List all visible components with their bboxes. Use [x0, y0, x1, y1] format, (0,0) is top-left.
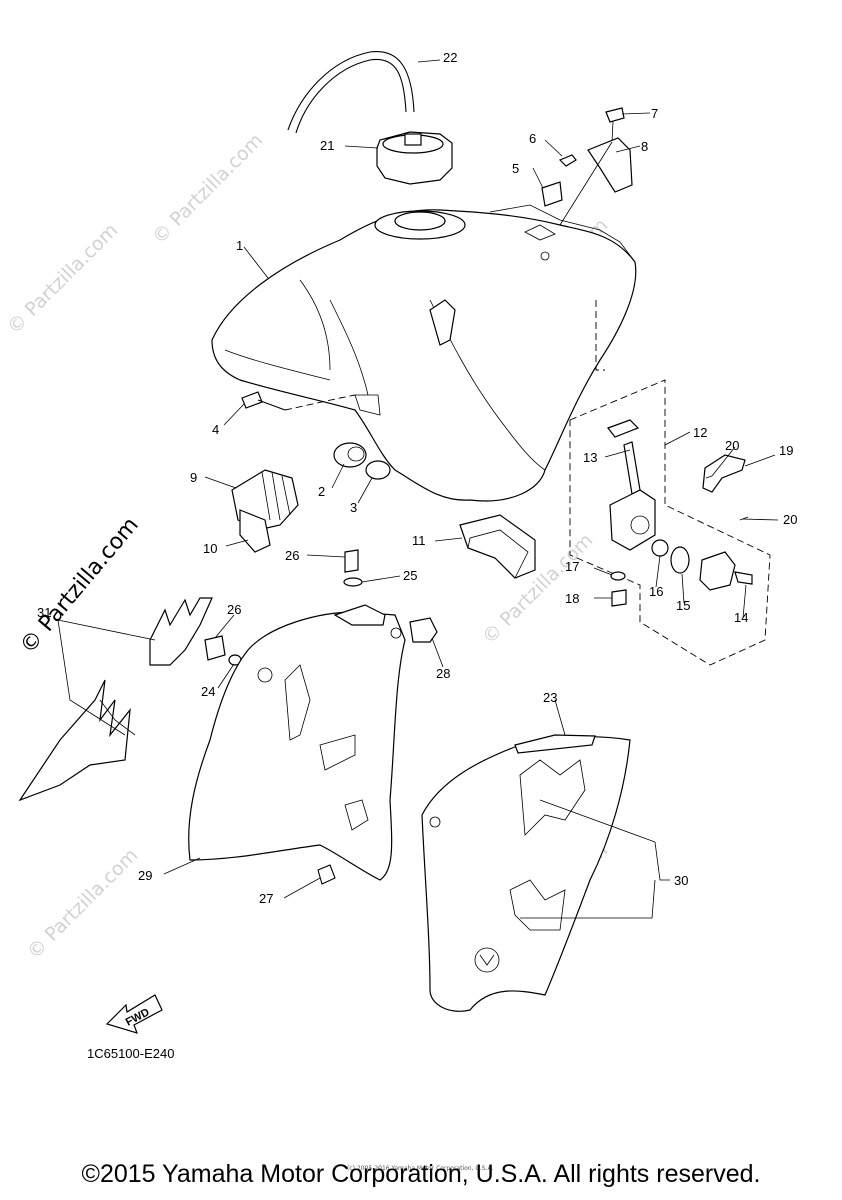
callout-18: 18	[565, 591, 579, 606]
copyright-notice: ©2015 Yamaha Motor Corporation, U.S.A. A…	[81, 1160, 761, 1188]
callout-16: 16	[649, 584, 663, 599]
fuel-cock-group	[569, 379, 771, 666]
leader-lines	[57, 59, 779, 919]
callout-2: 2	[318, 484, 325, 499]
callout-10: 10	[203, 541, 217, 556]
callout-22: 22	[443, 50, 457, 65]
fuel-cock[interactable]	[607, 419, 753, 607]
callout-24: 24	[201, 684, 215, 699]
callout-17: 17	[565, 559, 579, 574]
callout-11: 11	[412, 533, 426, 548]
callout-26a: 26	[285, 548, 299, 563]
fuel-cock-protector[interactable]	[459, 514, 536, 579]
bolt-damper-parts[interactable]	[241, 391, 391, 480]
callout-29: 29	[138, 868, 152, 883]
callout-8: 8	[641, 139, 648, 154]
callout-20b: 20	[783, 512, 797, 527]
fwd-arrow-icon: FWD	[105, 994, 163, 1034]
connector-line	[595, 300, 605, 371]
callout-4: 4	[212, 422, 219, 437]
callout-19: 19	[779, 443, 793, 458]
fuel-holder[interactable]	[231, 469, 299, 553]
callout-31: 31	[37, 605, 51, 620]
callout-15: 15	[676, 598, 690, 613]
fuel-cap[interactable]	[376, 131, 453, 185]
fwd-label: FWD	[124, 1006, 152, 1028]
side-cover-left[interactable]	[188, 604, 406, 885]
callout-1: 1	[236, 238, 243, 253]
callout-27: 27	[259, 891, 273, 906]
callout-26b: 26	[227, 602, 241, 617]
breather-hose-edge	[295, 58, 407, 134]
watermark-4: © Partzilla.com	[23, 844, 142, 963]
inner-copyright: (c) 2005-2016 Yamaha Motor Corporation, …	[347, 1165, 493, 1172]
callout-30: 30	[674, 873, 688, 888]
watermark-main: © Partzilla.com	[15, 513, 143, 659]
callout-13: 13	[583, 450, 597, 465]
callout-14: 14	[734, 610, 748, 625]
callout-20a: 20	[725, 438, 739, 453]
callout-28: 28	[436, 666, 450, 681]
watermark-1: © Partzilla.com	[3, 219, 122, 338]
callout-7: 7	[651, 106, 658, 121]
side-cover-right[interactable]	[421, 734, 631, 1012]
callout-5: 5	[512, 161, 519, 176]
watermark-6: © Partzilla.com	[148, 129, 267, 248]
callout-9: 9	[190, 470, 197, 485]
callout-23: 23	[543, 690, 557, 705]
callout-12: 12	[693, 425, 707, 440]
callout-6: 6	[529, 131, 536, 146]
callouts: 22 21 1 4 2 3 5 6 7 8 9 10 11 12 13 14 1…	[37, 50, 797, 906]
breather-hose[interactable]	[287, 51, 415, 131]
callout-3: 3	[350, 500, 357, 515]
fuel-tank[interactable]	[211, 204, 637, 502]
callout-21: 21	[320, 138, 334, 153]
bracket-parts[interactable]	[541, 107, 633, 226]
graphic-left[interactable]	[18, 597, 213, 802]
callout-25: 25	[403, 568, 417, 583]
diagram-code: 1C65100-E240	[87, 1046, 174, 1061]
